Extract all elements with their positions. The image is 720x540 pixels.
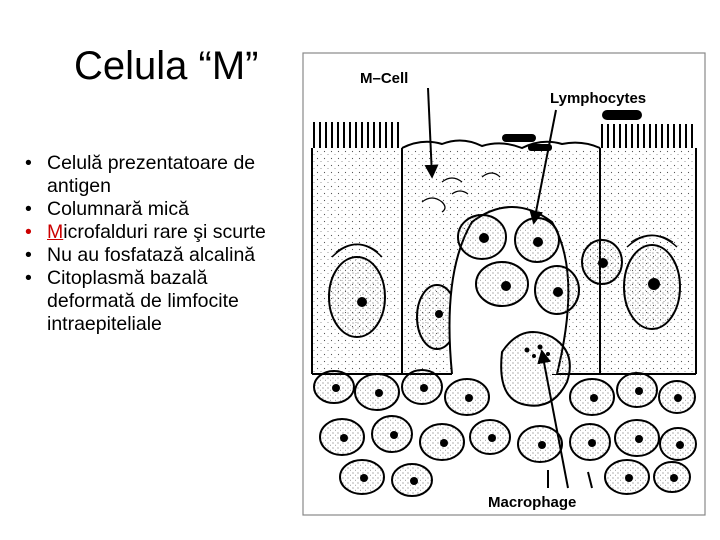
bullet-marker: • bbox=[25, 221, 32, 244]
bullet-item: • Citoplasmă bazală deformată de limfoci… bbox=[25, 267, 280, 336]
bullet-text: Celulă prezentatoare de antigen bbox=[47, 152, 255, 197]
bullet-marker: • bbox=[25, 244, 32, 267]
bullet-item: • Nu au fosfatază alcalină bbox=[25, 244, 280, 267]
bullet-text: Columnară mică bbox=[47, 198, 189, 220]
slide-title: Celula “M” bbox=[74, 44, 258, 88]
bullet-item: • Columnară mică bbox=[25, 198, 280, 221]
bullet-text: Nu au fosfatază alcalină bbox=[47, 244, 255, 266]
bullet-item: • Celulă prezentatoare de antigen bbox=[25, 152, 280, 198]
label-m-cell: M–Cell bbox=[360, 70, 408, 87]
bullet-item: • Microfalduri rare şi scurte bbox=[25, 221, 280, 244]
bullet-marker: • bbox=[25, 267, 32, 290]
bullet-marker: • bbox=[25, 198, 32, 221]
bullet-text: Citoplasmă bazală deformată de limfocite… bbox=[47, 267, 239, 335]
bullet-first-letter: M bbox=[47, 221, 63, 243]
label-macrophage: Macrophage bbox=[488, 494, 576, 511]
bullet-list: • Celulă prezentatoare de antigen • Colu… bbox=[25, 152, 280, 336]
macrophage bbox=[501, 332, 570, 406]
m-cell-figure: M–Cell Lymphocytes Macrophage bbox=[302, 52, 706, 516]
bullet-text: icrofalduri rare şi scurte bbox=[63, 221, 266, 243]
label-lymphocytes: Lymphocytes bbox=[550, 90, 646, 107]
bullet-marker: • bbox=[25, 152, 32, 175]
